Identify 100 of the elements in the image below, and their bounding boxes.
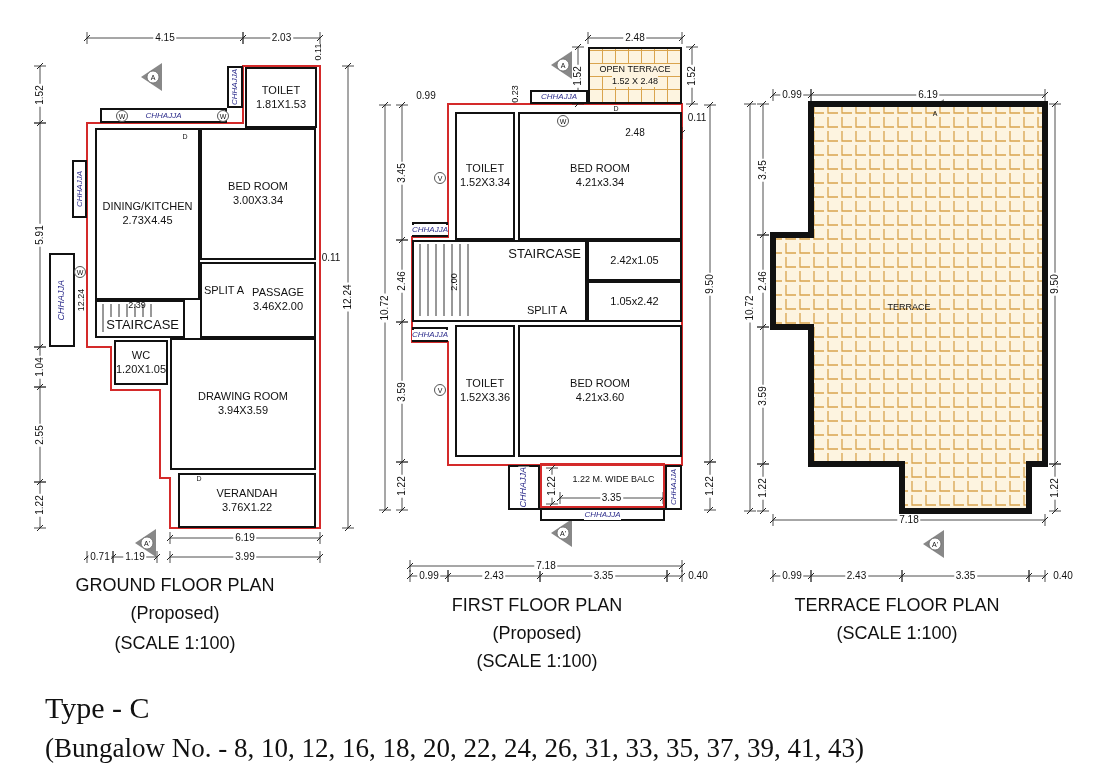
dimension-text: 2.55 xyxy=(35,422,45,447)
dimension-text: 0.71 xyxy=(88,552,112,562)
plan-text: 0.11 xyxy=(321,253,341,263)
room-label: TERRACE xyxy=(887,301,931,314)
dimension-text: 1.22 xyxy=(35,493,45,517)
dimension-text: 10.72 xyxy=(380,293,390,322)
room-name: DRAWING ROOM xyxy=(198,390,288,404)
room-name: STAIRCASE xyxy=(106,316,179,333)
chhajja-box xyxy=(508,465,540,510)
chhajja-label: CHHAJJA xyxy=(518,467,530,508)
room-outline xyxy=(518,112,682,240)
room-outline xyxy=(245,67,317,128)
room-outline xyxy=(587,281,682,322)
plan-text: 2.39 xyxy=(128,300,146,310)
room-name: VERANDAH xyxy=(216,486,278,501)
plan-title: FIRST FLOOR PLAN xyxy=(451,596,623,614)
plan-text: 0.11 xyxy=(687,113,707,123)
dimension-text: 3.45 xyxy=(758,157,768,182)
open-terrace xyxy=(588,47,682,104)
chhajja-label: CHHAJJA xyxy=(668,469,679,506)
room-outline xyxy=(200,262,316,338)
dimension-text: 10.72 xyxy=(745,293,755,322)
room-outline xyxy=(170,338,316,470)
room-name: BED ROOM xyxy=(570,377,630,391)
room-name: TOILET xyxy=(465,162,505,176)
room-outline xyxy=(455,112,515,240)
chhajja-box xyxy=(665,465,682,510)
room-outline xyxy=(518,325,682,457)
room-dimensions: 1.52X3.34 xyxy=(459,176,511,190)
room-outline xyxy=(200,128,316,260)
chhajja-label: CHHAJJA xyxy=(412,224,448,235)
type-heading: (Bungalow No. - 8, 10, 12, 16, 18, 20, 22, 24, 26, 31, 33, 35, 37, 39, 41, 43) xyxy=(45,734,864,762)
room-dimensions: 4.21x3.34 xyxy=(575,176,625,190)
chhajja-box xyxy=(100,108,227,123)
chhajja-label: CHHAJJA xyxy=(412,329,448,340)
plan-title: GROUND FLOOR PLAN xyxy=(75,576,275,594)
room-outline xyxy=(455,325,515,457)
type-heading: Type - C xyxy=(45,693,150,723)
chhajja-label: CHHAJJA xyxy=(541,92,577,102)
dimension-text: 1.22 xyxy=(705,474,715,498)
room-name: WC xyxy=(131,348,151,363)
dimension-text: 2.00 xyxy=(449,273,459,291)
room-name: TOILET xyxy=(261,83,301,98)
dimension-text: 3.45 xyxy=(397,160,407,185)
dimension-text: 0.23 xyxy=(510,85,520,103)
dimension-text: 2.43 xyxy=(482,571,506,581)
room-name: BED ROOM xyxy=(228,180,288,194)
dimension-text: 1.22 xyxy=(397,474,407,498)
chhajja-label: CHHAJJA xyxy=(145,110,182,121)
room-dimensions: 1.81X1.53 xyxy=(255,97,307,112)
dimension-text: 1.22 xyxy=(547,474,557,498)
dimension-text: 4.15 xyxy=(153,33,177,43)
chhajja-label: CHHAJJA xyxy=(584,509,621,520)
dimension-text: 2.48 xyxy=(623,128,647,138)
balcony xyxy=(540,463,665,508)
dimension-text: 0.11 xyxy=(313,43,323,61)
room-dimensions: 1.52X3.36 xyxy=(459,391,511,405)
plan-text: SPLIT A xyxy=(526,304,568,316)
room-name: BED ROOM xyxy=(570,162,630,176)
room-dimensions: 2.73X4.45 xyxy=(122,214,173,228)
dimension-text: 1.22 xyxy=(1050,475,1060,500)
dimension-text: 9.50 xyxy=(705,271,715,296)
chhajja-label: CHHAJJA xyxy=(74,171,85,207)
dimension-text: 12.24 xyxy=(343,282,353,312)
dimension-text: 3.59 xyxy=(758,383,768,408)
plan-title: (Proposed) xyxy=(130,604,220,622)
chhajja-box xyxy=(530,90,588,104)
room-dimensions: 3.00X3.34 xyxy=(232,194,284,208)
dimension-text: 0.99 xyxy=(417,571,441,581)
dimension-text: 1.52 xyxy=(35,82,45,107)
dimension-text: 1.22 xyxy=(758,475,768,500)
room-outline xyxy=(114,340,168,385)
plan-title: (SCALE 1:100) xyxy=(114,634,236,652)
dimension-text: 3.59 xyxy=(397,380,407,404)
dimension-text: 2.03 xyxy=(269,33,294,43)
staircase xyxy=(95,300,185,338)
room-label: 1.22 M. WIDE BALC xyxy=(572,474,655,486)
dimension-text: 12.24 xyxy=(76,288,86,312)
plan-title: (SCALE 1:100) xyxy=(476,652,598,670)
dimension-text: 2.43 xyxy=(844,571,869,581)
chhajja-box xyxy=(72,160,87,218)
dimension-text: 1.04 xyxy=(35,355,45,379)
dimension-text: 7.18 xyxy=(534,561,558,571)
dimension-text: 0.99 xyxy=(780,571,804,581)
plan-title: (Proposed) xyxy=(492,624,582,642)
plan-title: (SCALE 1:100) xyxy=(836,624,958,642)
room-dimensions: 3.76X1.22 xyxy=(221,500,273,515)
room-name: TOILET xyxy=(465,377,505,391)
dimension-text: 0.40 xyxy=(1051,571,1075,581)
room-dimensions: 3.94X3.59 xyxy=(217,404,269,418)
room-outline xyxy=(587,240,682,281)
dimension-text: 1.19 xyxy=(123,552,147,562)
dimension-text: 5.91 xyxy=(35,223,45,247)
plan-text: 0.99 xyxy=(416,91,436,101)
plan-text: SPLIT A xyxy=(203,284,245,296)
room-name: DINING/KITCHEN xyxy=(102,200,193,214)
room-outline xyxy=(178,473,316,528)
dimension-text: 0.40 xyxy=(686,571,710,581)
dimension-text: 1.52 xyxy=(573,63,583,88)
terrace-area xyxy=(770,101,1048,514)
